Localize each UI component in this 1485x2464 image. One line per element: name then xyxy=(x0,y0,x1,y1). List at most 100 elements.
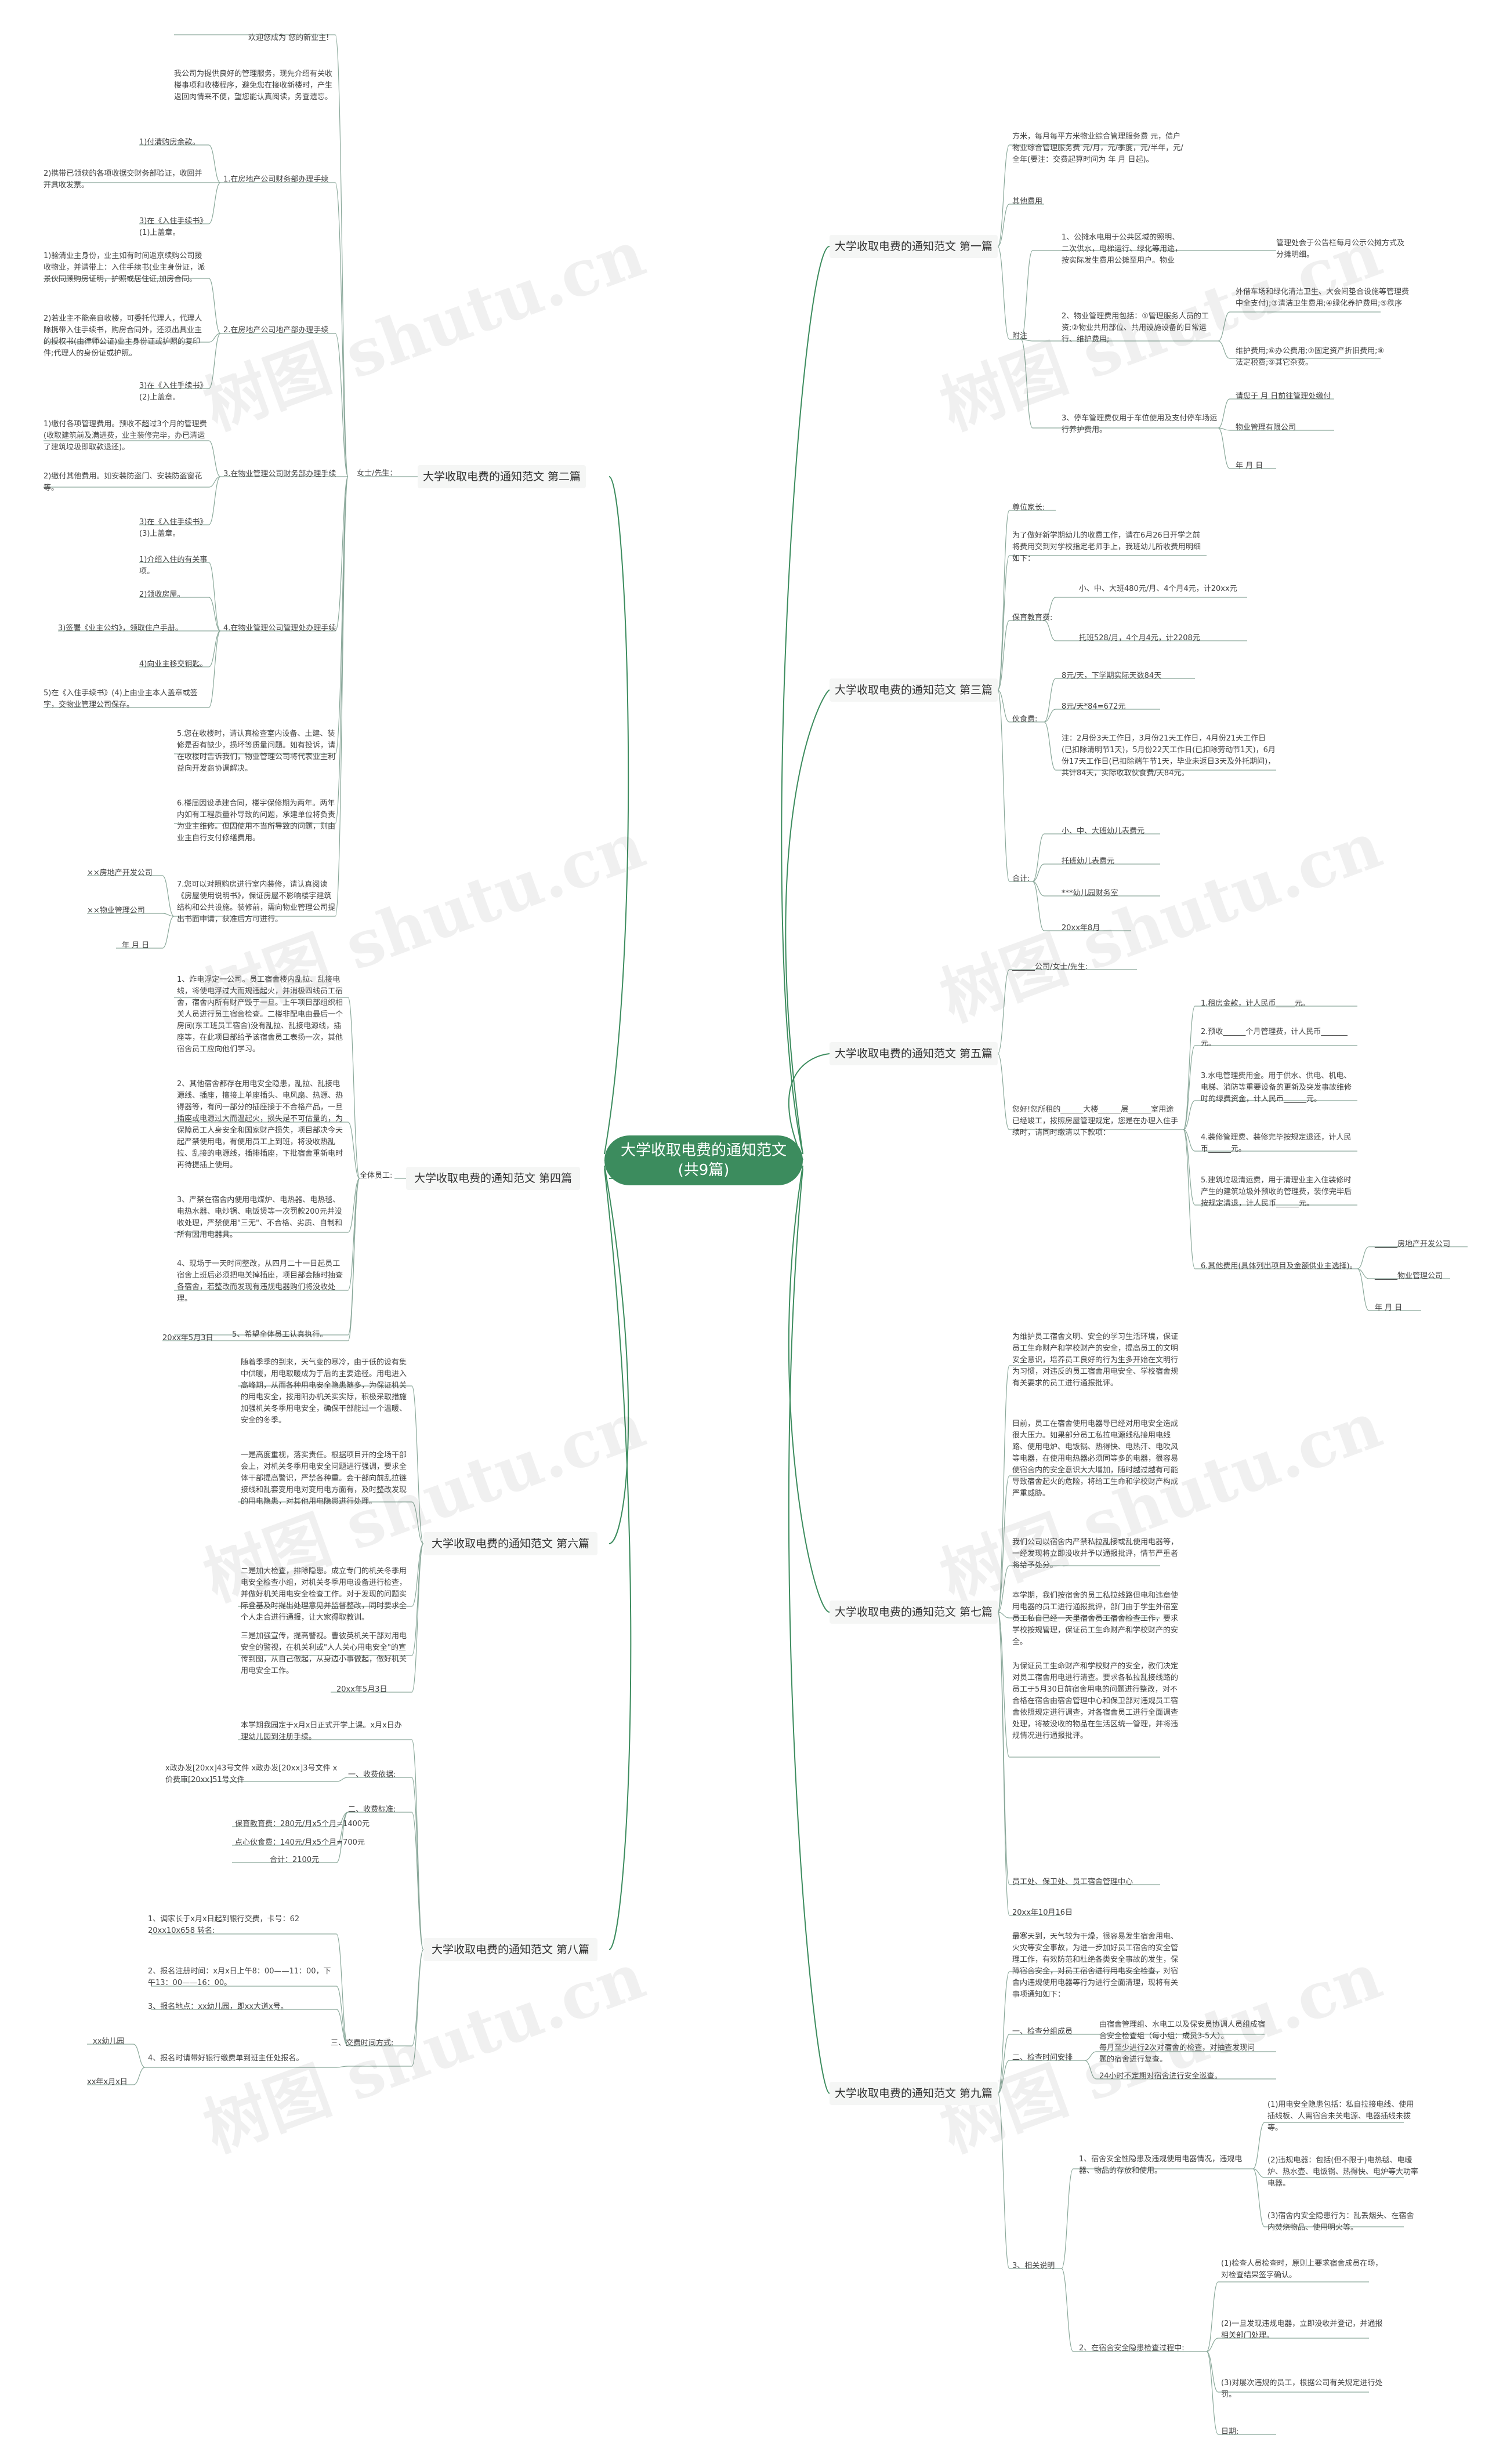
node: ______物业管理公司 xyxy=(1375,1272,1443,1280)
node: 3、停车管理费仅用于车位使用及支付停车场运行养护费用。 xyxy=(1062,414,1218,434)
node: 我们公司以宿舍内严禁私拉乱接或乱使用电器等，一经发现将立即没收并予以通报批评，情… xyxy=(1012,1538,1179,1570)
node: 4、报名时请带好银行缴费单到班主任处报名。 xyxy=(148,2054,304,2063)
node: 一、收费依据: xyxy=(348,1770,396,1779)
node: ______房地产开发公司 xyxy=(1375,1240,1451,1249)
node: 2)若业主不能亲自收楼，可委托代理人，代理人除携带入住手续书，购房合同外，还须出… xyxy=(44,314,202,358)
node: 7.您可以对照购房进行室内装修，请认真阅读《房屋使用说明书》，保证房屋不影响楼宇… xyxy=(177,880,336,924)
node: 小、中、大班幼儿表费元 xyxy=(1062,827,1145,836)
node: 尊位家长: xyxy=(1012,503,1045,512)
branch-3[interactable]: 大学收取电费的通知范文 第三篇 xyxy=(830,678,998,702)
node: 20xx年8月 xyxy=(1062,924,1100,932)
node: 二、收费标准: xyxy=(348,1805,396,1814)
node: 4)向业主移交钥匙。 xyxy=(139,660,208,669)
node: xx幼儿园 xyxy=(93,2037,125,2046)
node: 2、报名注册时间：x月x日上午8：00——11：00，下午13：00——16：0… xyxy=(148,1967,331,1987)
node: 3.在物业管理公司财务部办理手续 xyxy=(223,470,336,478)
node: 为了做好新学期幼儿的收费工作，请在6月26日开学之前将费用交到对学校指定老师手上… xyxy=(1012,531,1201,563)
node: 请您于 月 日前往管理处缴付 xyxy=(1236,392,1331,401)
node: 一是高度重视，落实责任。根据项目开的全场干部会上，对机关冬季用电安全问题进行强调… xyxy=(241,1451,407,1506)
node: 1)付清购房余款。 xyxy=(139,138,200,147)
node: 每月至少进行2次对宿舍的检查，对抽查发现问题的宿舍进行复查。 xyxy=(1099,2044,1255,2064)
node: 8元/天*84=672元 xyxy=(1062,702,1126,711)
node: 外借车场和绿化清洁卫生、大会间垫合设施等管理费中全支付);③清洁卫生费用;④绿化… xyxy=(1236,288,1410,308)
node: 2、物业管理费用包括：①管理服务人员的工资;②物业共用部位、共用设施设备的日常运… xyxy=(1062,312,1209,344)
node: 1、宿舍安全性隐患及违规使用电器情况，违规电器、物品的存放和使用。 xyxy=(1079,2155,1243,2175)
node: 3、相关说明 xyxy=(1012,2262,1055,2270)
branch-4[interactable]: 大学收取电费的通知范文 第四篇 xyxy=(406,1167,580,1190)
node: 2、在宿舍安全隐患检查过程中: xyxy=(1079,2344,1185,2353)
node: 为保证员工生命财产和学校财产的安全，教们决定对员工宿舍用电进行清查。要求各私拉乱… xyxy=(1012,1662,1179,1740)
node: 3、严禁在宿舍内使用电煤炉、电热器、电热毯、电热水器、电炒锅、电饭煲等一次罚款2… xyxy=(177,1196,342,1239)
node: 4.装修管理费、装修完毕按规定退还，计人民币______元。 xyxy=(1201,1133,1352,1153)
node: 托班幼儿表费元 xyxy=(1062,857,1115,866)
node: 一、检查分组成员 xyxy=(1012,2027,1073,2036)
node: 5)在《入住手续书》(4)上由业主本人盖章或签字，交物业管理公司保存。 xyxy=(44,689,198,709)
mindmap-root[interactable]: 大学收取电费的通知范文(共9篇) xyxy=(604,1135,803,1185)
branch-5[interactable]: 大学收取电费的通知范文 第五篇 xyxy=(830,1042,998,1065)
node: 1、调家长于x月x日起到银行交费，卡号：62 20xx10x658 转名: xyxy=(148,1915,302,1935)
node: 保育教育费: xyxy=(1012,614,1053,622)
node: ______公司/女士/先生: xyxy=(1012,963,1088,971)
node: 年 月 日 xyxy=(122,941,150,950)
node: 注：2月份3天工作日，3月份21天工作日，4月份21天工作日(已扣除清明节1天)… xyxy=(1062,734,1276,778)
node: 4、现场于一天时间整改，从四月二十一日起员工宿舍上班后必须把电关掉插座，项目部会… xyxy=(177,1260,343,1303)
node: 1)缴付各项管理费用。预收不超过3个月的管理费(收取建筑前及满进费，业主装修完毕… xyxy=(44,420,207,452)
branch-8[interactable]: 大学收取电费的通知范文 第八篇 xyxy=(423,1938,597,1961)
node: 2)领收房屋。 xyxy=(139,590,185,599)
node: 1、炸电浮定一公司。员工宿舍楼内乱拉、乱接电线，将使电浮过大而规违起火，并消极四… xyxy=(177,975,343,1054)
node: 维护费用;⑥办公费用;⑦固定资产折旧费用;⑧法定税费;⑨其它杂费。 xyxy=(1236,347,1385,367)
branch-2[interactable]: 大学收取电费的通知范文 第二篇 xyxy=(418,465,586,488)
branch-6[interactable]: 大学收取电费的通知范文 第六篇 xyxy=(423,1532,597,1555)
node: 1.在房地产公司财务部办理手续 xyxy=(223,175,329,184)
node: 3、报名地点：xx幼儿园，即xx大道x号。 xyxy=(148,2002,288,2011)
node: 由宿舍管理组、水电工以及保安员协调人员组成宿舍安全检查组（每小组：成员3-5人）… xyxy=(1099,2020,1266,2041)
node: 最寒天到，天气较为干燥，很容易发生宿舍用电、火灾等安全事故，为进一步加好员工宿舍… xyxy=(1012,1932,1179,1999)
node: xx年x月x日 xyxy=(87,2078,128,2086)
node: 随着季季的到来，天气变的寒冷，由于低的设有集中供暖，用电取暖成为于后的主要途径。… xyxy=(241,1358,407,1425)
node: 24小时不定期对宿舍进行安全巡查。 xyxy=(1099,2072,1222,2081)
node: ××物业管理公司 xyxy=(87,906,145,915)
node: 三、交费时间方式: xyxy=(331,2039,394,2048)
branch-7[interactable]: 大学收取电费的通知范文 第七篇 xyxy=(830,1601,998,1624)
node: 2)缴付其他费用。如安装防盗门、安装防盗窗花等。 xyxy=(44,472,202,492)
node: 1.租房金款，计人民币_____元。 xyxy=(1201,999,1310,1008)
node: 3)在《入住手续书》(3)上盖章。 xyxy=(139,518,208,538)
node: 1)验清业主身份，业主如有时间返京续购公司援收物业，并请带上：入住手续书(业主身… xyxy=(44,252,205,284)
node: 3)签署《业主公约》，领取住户手册。 xyxy=(58,624,183,633)
node: 5.您在收楼时，请认真检查室内设备、土建、装修是否有缺少，损坏等质量问题。如有投… xyxy=(177,730,336,773)
node: 二是加大检查，排除隐患。成立专门的机关冬季用电安全检查小组，对机关冬季用电设备进… xyxy=(241,1567,407,1622)
branch-1[interactable]: 大学收取电费的通知范文 第一篇 xyxy=(830,235,998,258)
node: 2)携带已领获的各项收据交财务部验证，收回并开具收发票。 xyxy=(44,169,202,190)
node: 3.水电管理费用金。用于供水、供电、机电、电梯、消防等重要设备的更新及突发事故维… xyxy=(1201,1072,1352,1104)
node: 20xx年5月3日 xyxy=(162,1334,213,1342)
node: 1)介绍入住的有关事项。 xyxy=(139,556,208,576)
node: 员工处、保卫处、员工宿舍管理中心 xyxy=(1012,1878,1133,1886)
node: 3)在《入住手续书》(1)上盖章。 xyxy=(139,217,208,237)
node: x政办发[20xx]43号文件 x政办发[20xx]3号文件 x价费审[20xx… xyxy=(165,1764,338,1784)
node: 6.其他费用(具体列出项目及金额供业主选择)。 xyxy=(1201,1262,1357,1271)
node: 保育教育费：280元/月x5个月=1400元 xyxy=(235,1820,370,1828)
node: 20xx年5月3日 xyxy=(336,1685,387,1694)
branch-9[interactable]: 大学收取电费的通知范文 第九篇 xyxy=(830,2082,998,2105)
node: 本学期我园定于x月x日正式开学上课。x月x日办理幼儿园到注册手续。 xyxy=(241,1721,402,1741)
node: 其他费用 xyxy=(1012,197,1043,206)
node: 2.预收______个月管理费，计人民币_______元。 xyxy=(1201,1028,1348,1048)
node: 三是加强宣传，提高警视。曹彼英机关干部对用电安全的警视，在机关利或"人人关心用电… xyxy=(241,1632,407,1675)
node: (2)一旦发现违规电器，立即没收并登记，并通报相关部门处理。 xyxy=(1221,2320,1383,2340)
node: 5.建筑垃圾清运费，用于清理业主入住装修时产生的建筑垃圾外预收的管理费，装修完毕… xyxy=(1201,1176,1352,1208)
node: 欢迎您成为 您的新业主! xyxy=(248,34,329,42)
node: 伙食费: xyxy=(1012,715,1038,724)
node: 女士/先生： xyxy=(357,469,397,478)
node: 8元/天，下学期实际天数84天 xyxy=(1062,672,1162,680)
node: 5、希望全体员工认真执行。 xyxy=(232,1330,328,1339)
node: 方米，每月每平方米物业综合管理服务费 元，债户物业综合管理服务费 元/月，元/季… xyxy=(1012,132,1183,164)
node: 年 月 日 xyxy=(1375,1304,1403,1312)
node: 小、中、大班480元/月、4个月4元，计20xx元 xyxy=(1079,585,1237,593)
node: 本学期，我们按宿舍的员工私拉线路但电和违章使用电器的员工进行通报批评，部门由于学… xyxy=(1012,1591,1179,1646)
node: 为维护员工宿舍文明、安全的学习生活环境，保证员工生命财产和学校财产的安全，提高员… xyxy=(1012,1333,1179,1388)
node: 目前，员工在宿舍使用电器导已经对用电安全造成很大压力。如果部分员工私拉电源线私接… xyxy=(1012,1420,1179,1498)
node: 管理处会于公告栏每月公示公摊方式及分摊明细。 xyxy=(1276,239,1405,259)
node: 20xx年10月16日 xyxy=(1012,1908,1073,1917)
node: 2、其他宿舍都存在用电安全隐患，乱拉、乱接电源线、插座，擅接上单座插头、电风扇、… xyxy=(177,1080,343,1170)
